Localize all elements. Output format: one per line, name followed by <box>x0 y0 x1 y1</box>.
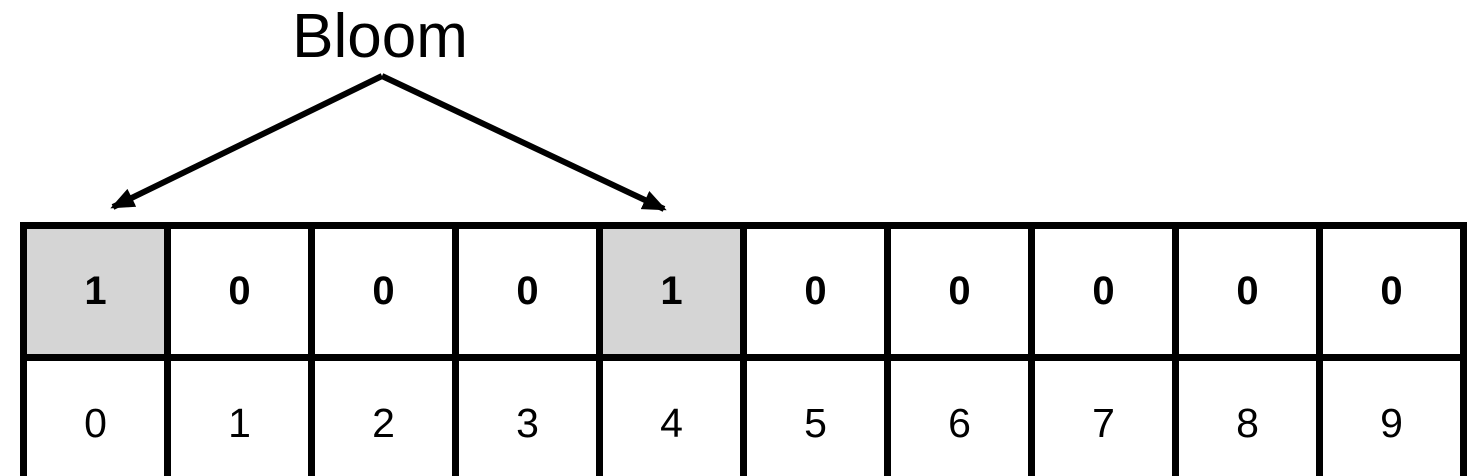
index-cell-7: 7 <box>1028 354 1179 476</box>
index-row: 0 1 2 3 4 5 6 7 8 9 <box>20 354 1467 476</box>
bit-cell-8: 0 <box>1172 222 1323 361</box>
index-cell-4: 4 <box>596 354 747 476</box>
index-cell-5: 5 <box>740 354 891 476</box>
index-cell-8: 8 <box>1172 354 1323 476</box>
diagram-title: Bloom <box>292 2 468 71</box>
index-cell-9: 9 <box>1316 354 1467 476</box>
arrow-to-bit-0 <box>110 73 384 210</box>
bit-cell-4: 1 <box>596 222 747 361</box>
bit-cell-7: 0 <box>1028 222 1179 361</box>
bit-cell-5: 0 <box>740 222 891 361</box>
index-cell-0: 0 <box>20 354 171 476</box>
index-cell-2: 2 <box>308 354 459 476</box>
bit-cell-1: 0 <box>164 222 315 361</box>
index-cell-1: 1 <box>164 354 315 476</box>
bloom-filter-table: 1 0 0 0 1 0 0 0 0 0 0 1 2 3 4 5 6 7 8 <box>20 222 1467 476</box>
bit-cell-2: 0 <box>308 222 459 361</box>
index-cell-6: 6 <box>884 354 1035 476</box>
index-cell-3: 3 <box>452 354 603 476</box>
bit-cell-0: 1 <box>20 222 171 361</box>
arrow-to-bit-4 <box>380 73 667 212</box>
bit-cell-9: 0 <box>1316 222 1467 361</box>
bit-cell-6: 0 <box>884 222 1035 361</box>
bit-row: 1 0 0 0 1 0 0 0 0 0 <box>20 222 1467 361</box>
bit-cell-3: 0 <box>452 222 603 361</box>
